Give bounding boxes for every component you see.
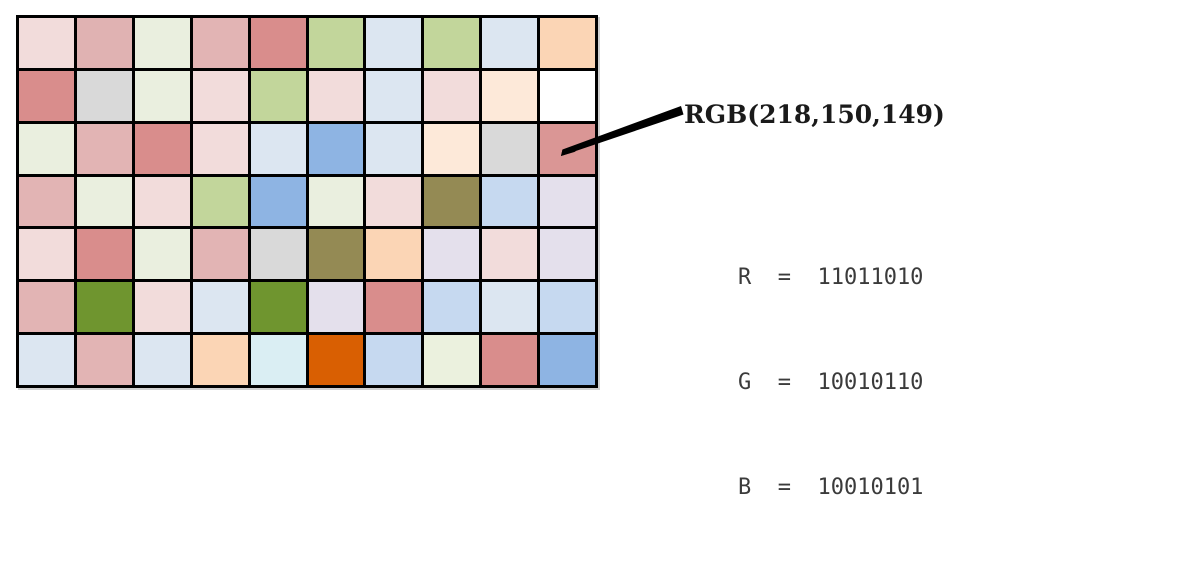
pixel-cell-r4-c6 [308, 176, 364, 227]
pixel-cell-r1-c10 [540, 18, 595, 68]
pixel-cell-r2-c7 [366, 70, 422, 121]
pixel-cell-r7-c9 [482, 335, 538, 385]
pixel-cell-r5-c6 [308, 229, 364, 280]
pixel-cell-r3-c5 [250, 123, 306, 174]
pixel-cell-r4-c1 [19, 176, 74, 227]
pixel-cell-r2-c9 [482, 70, 538, 121]
pixel-cell-r1-c8 [424, 18, 480, 68]
pixel-grid [16, 15, 598, 388]
pixel-cell-r2-c10 [540, 70, 595, 121]
pixel-cell-r6-c6 [308, 282, 364, 333]
pixel-cell-r6-c10 [540, 282, 595, 333]
pixel-cell-r3-c7 [366, 123, 422, 174]
binary-row-blue: B = 10010101 [738, 475, 924, 500]
pixel-cell-r5-c5 [250, 229, 306, 280]
pixel-cell-r7-c8 [424, 335, 480, 385]
pixel-cell-r4-c7 [366, 176, 422, 227]
pixel-cell-r5-c9 [482, 229, 538, 280]
pixel-cell-r5-c2 [76, 229, 132, 280]
pixel-cell-r7-c10 [540, 335, 595, 385]
pixel-cell-r3-c10 [540, 123, 595, 174]
pixel-cell-r1-c4 [192, 18, 248, 68]
binary-row-green: G = 10010110 [738, 370, 924, 395]
pixel-cell-r6-c8 [424, 282, 480, 333]
pixel-cell-r1-c3 [134, 18, 190, 68]
pixel-cell-r6-c5 [250, 282, 306, 333]
pixel-cell-r6-c1 [19, 282, 74, 333]
pixel-cell-r6-c7 [366, 282, 422, 333]
pixel-cell-r4-c4 [192, 176, 248, 227]
pixel-cell-r7-c1 [19, 335, 74, 385]
pixel-cell-r3-c2 [76, 123, 132, 174]
pixel-cell-r4-c2 [76, 176, 132, 227]
pixel-cell-r6-c2 [76, 282, 132, 333]
pixel-cell-r2-c1 [19, 70, 74, 121]
pixel-cell-r3-c4 [192, 123, 248, 174]
pixel-cell-r2-c3 [134, 70, 190, 121]
pixel-cell-r7-c3 [134, 335, 190, 385]
pixel-cell-r2-c8 [424, 70, 480, 121]
pixel-cell-r4-c5 [250, 176, 306, 227]
pixel-cell-r3-c8 [424, 123, 480, 174]
binary-breakdown: R = 11011010 G = 10010110 B = 10010101 [738, 190, 923, 575]
rgb-pixel-figure: RGB(218,150,149) R = 11011010 G = 100101… [16, 15, 945, 500]
pixel-cell-r4-c10 [540, 176, 595, 227]
pixel-cell-r7-c6 [308, 335, 364, 385]
pixel-cell-r2-c4 [192, 70, 248, 121]
pixel-cell-r7-c5 [250, 335, 306, 385]
pixel-cell-r1-c6 [308, 18, 364, 68]
pixel-cell-r6-c9 [482, 282, 538, 333]
pixel-cell-r6-c3 [134, 282, 190, 333]
pixel-cell-r2-c2 [76, 70, 132, 121]
pixel-cell-r5-c10 [540, 229, 595, 280]
pixel-cell-r6-c4 [192, 282, 248, 333]
pixel-cell-r3-c9 [482, 123, 538, 174]
pixel-cell-r1-c1 [19, 18, 74, 68]
pixel-cell-r1-c7 [366, 18, 422, 68]
pixel-cell-r7-c2 [76, 335, 132, 385]
pixel-cell-r7-c4 [192, 335, 248, 385]
pixel-cell-r2-c5 [250, 70, 306, 121]
pixel-cell-r4-c3 [134, 176, 190, 227]
pixel-cell-r1-c9 [482, 18, 538, 68]
pixel-cell-r1-c5 [250, 18, 306, 68]
pixel-cell-r4-c8 [424, 176, 480, 227]
pixel-cell-r4-c9 [482, 176, 538, 227]
pixel-cell-r2-c6 [308, 70, 364, 121]
pixel-cell-r3-c1 [19, 123, 74, 174]
pixel-cell-r5-c1 [19, 229, 74, 280]
rgb-value-label: RGB(218,150,149) [684, 100, 945, 129]
pixel-cell-r7-c7 [366, 335, 422, 385]
pixel-cell-r5-c3 [134, 229, 190, 280]
pixel-cell-r3-c3 [134, 123, 190, 174]
pixel-cell-r5-c7 [366, 229, 422, 280]
binary-row-red: R = 11011010 [738, 265, 924, 290]
pixel-cell-r1-c2 [76, 18, 132, 68]
pixel-cell-r5-c8 [424, 229, 480, 280]
pixel-cell-r5-c4 [192, 229, 248, 280]
pixel-cell-r3-c6 [308, 123, 364, 174]
